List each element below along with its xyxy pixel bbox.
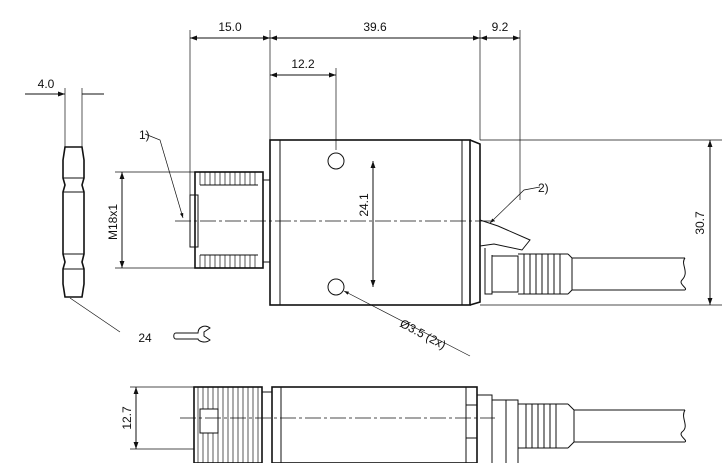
bottom-view: 12.7 (120, 386, 687, 464)
dim-4-text: 4.0 (38, 77, 55, 91)
dim-12-7-text: 12.7 (120, 406, 134, 430)
leader-wrench (69, 297, 121, 333)
sensor-body (269, 139, 481, 306)
dim-24-1-text: 24.1 (357, 193, 371, 217)
dim-39-6-text: 39.6 (363, 20, 387, 34)
thread-ticks-bottom (199, 255, 256, 268)
dim-9-2-text: 9.2 (492, 20, 509, 34)
wrench-size-text: 24 (138, 331, 152, 345)
lock-nut (62, 146, 85, 298)
dim-30-7-text: 30.7 (693, 211, 707, 235)
wrench-icon (173, 325, 211, 343)
callout-2-text: 2) (538, 181, 549, 195)
cable (572, 257, 687, 291)
top-view: 15.0 39.6 9.2 12.2 4.0 M18x1 24.1 30.7 2… (25, 20, 722, 357)
thread-part-side (193, 386, 272, 464)
sensor-body-side (271, 386, 519, 464)
thread-ticks-side (197, 387, 259, 463)
thread-size-text: M18x1 (106, 204, 120, 240)
cable-connector (479, 219, 573, 295)
callout-1-text: 1) (139, 128, 150, 142)
mounting-hole-bottom (327, 278, 345, 296)
leader-hole (343, 290, 471, 357)
mounting-hole-top (327, 152, 345, 170)
leader-1 (144, 133, 184, 219)
leader-2 (489, 186, 541, 224)
dim-15-text: 15.0 (218, 20, 242, 34)
dim-12-2-text: 12.2 (291, 57, 315, 71)
thread-ticks-top (199, 172, 256, 185)
thread-part (189, 171, 270, 269)
hole-diameter-text: Ø3.5 (2x) (398, 316, 449, 352)
cable-side (518, 403, 687, 449)
